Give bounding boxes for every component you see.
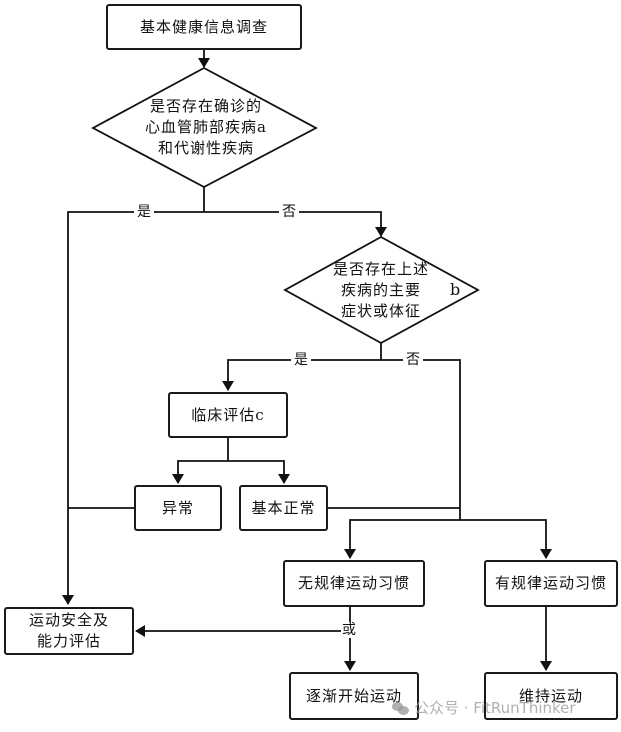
decision1-text: 是否存在确诊的 心血管肺部疾病a 和代谢性疾病 (128, 96, 284, 159)
node-maintain: 维持运动 (484, 672, 618, 720)
node-normal: 基本正常 (239, 485, 328, 531)
edge-decision2-yes (222, 359, 381, 391)
node-abnormal: 异常 (134, 485, 222, 531)
decision1-line-3: 和代谢性疾病 (157, 139, 254, 157)
node-start-label: 基本健康信息调查 (139, 17, 268, 36)
node-clinical-label: 临床评估c (191, 405, 265, 424)
decision1-line-2: 心血管肺部疾病a (145, 118, 267, 136)
decision2-note: b (450, 280, 461, 299)
edge-label-d2-no: 否 (403, 352, 423, 368)
edge-decision1-no (204, 211, 387, 237)
node-safety-line-2: 能力评估 (36, 632, 101, 650)
node-normal-label: 基本正常 (251, 498, 316, 517)
edge-clinical-normal (228, 460, 290, 484)
node-no-habit-label: 无规律运动习惯 (297, 574, 410, 592)
node-safety: 运动安全及 能力评估 (4, 607, 134, 655)
edge-to-no-habit (344, 519, 460, 559)
decision2-line-3: 症状或体征 (340, 302, 421, 320)
edge-label-d1-no: 否 (279, 204, 299, 220)
decision1-line-1: 是否存在确诊的 (149, 97, 262, 115)
node-safety-line-1: 运动安全及 (28, 611, 109, 629)
node-gradual-label: 逐渐开始运动 (305, 686, 402, 705)
edge-decision1-yes (62, 211, 204, 605)
edge-label-d1-yes: 是 (134, 204, 154, 220)
watermark: 公众号 · FitRunThinker (392, 697, 576, 718)
decision2-line-2: 疾病的主要 (340, 281, 421, 299)
edge-label-or: 或 (341, 622, 357, 638)
decision2-text: 是否存在上述 疾病的主要 症状或体征 (320, 259, 442, 322)
node-abnormal-label: 异常 (161, 498, 194, 517)
node-habit: 有规律运动习惯 (484, 560, 618, 607)
node-start: 基本健康信息调查 (106, 4, 302, 50)
node-habit-label: 有规律运动习惯 (494, 574, 607, 592)
edge-label-d2-yes: 是 (291, 352, 311, 368)
node-maintain-label: 维持运动 (518, 686, 583, 705)
wechat-icon (392, 701, 410, 715)
node-gradual: 逐渐开始运动 (289, 672, 419, 720)
decision2-line-1: 是否存在上述 (332, 260, 429, 278)
watermark-text: 公众号 · FitRunThinker (414, 699, 576, 717)
node-clinical: 临床评估c (168, 392, 288, 438)
edge-to-habit (460, 519, 552, 559)
node-no-habit: 无规律运动习惯 (283, 560, 425, 607)
edge-clinical-abnormal (172, 460, 228, 484)
edge-decision2-no (381, 359, 461, 520)
